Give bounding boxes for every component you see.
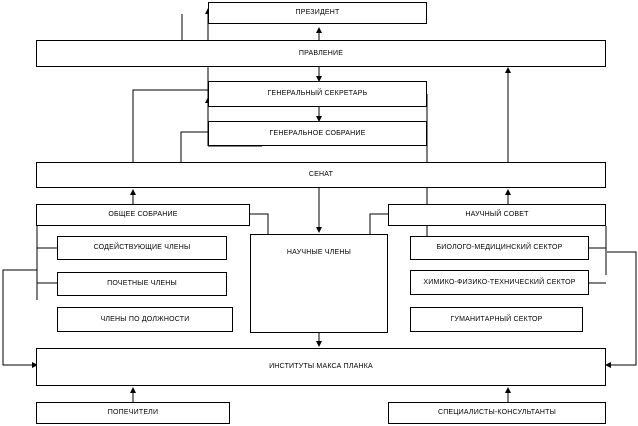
box-senate: СЕНАТ <box>36 162 606 188</box>
box-max-planck-institutes: ИНСТИТУТЫ МАКСА ПЛАНКА <box>36 348 606 386</box>
box-consultants: СПЕЦИАЛИСТЫ-КОНСУЛЬТАНТЫ <box>388 402 606 424</box>
line-senate-assembly <box>180 131 208 162</box>
box-trustees: ПОПЕЧИТЕЛИ <box>36 402 230 424</box>
line-senate-secretary <box>132 89 208 162</box>
box-scientific-members: НАУЧНЫЕ ЧЛЕНЫ <box>250 234 388 333</box>
line-meeting-scimembers <box>250 213 269 234</box>
box-general-secretary: ГЕНЕРАЛЬНЫЙ СЕКРЕТАРЬ <box>208 81 427 107</box>
box-ex-officio-members: ЧЛЕНЫ ПО ДОЛЖНОСТИ <box>57 307 233 332</box>
box-general-meeting: ОБЩЕЕ СОБРАНИЕ <box>36 204 250 226</box>
box-board: ПРАВЛЕНИЕ <box>36 40 606 67</box>
box-scientific-council: НАУЧНЫЙ СОВЕТ <box>388 204 606 226</box>
box-honorary-members: ПОЧЕТНЫЕ ЧЛЕНЫ <box>57 272 227 296</box>
line-right-loop <box>605 251 637 368</box>
box-humanities-sector: ГУМАНИТАРНЫЙ СЕКТОР <box>410 307 583 332</box>
line-left-loop <box>2 269 38 368</box>
box-supporting-members: СОДЕЙСТВУЮЩИЕ ЧЛЕНЫ <box>57 236 227 260</box>
box-chem-phys-tech-sector: ХИМИКО-ФИЗИКО-ТЕХНИЧЕСКИЙ СЕКТОР <box>410 270 589 295</box>
line-council-scimembers <box>369 213 388 234</box>
box-general-assembly: ГЕНЕРАЛЬНОЕ СОБРАНИЕ <box>208 121 427 146</box>
box-president: ПРЕЗИДЕНТ <box>208 2 427 24</box>
box-bio-med-sector: БИОЛОГО-МЕДИЦИНСКИЙ СЕКТОР <box>410 236 589 260</box>
